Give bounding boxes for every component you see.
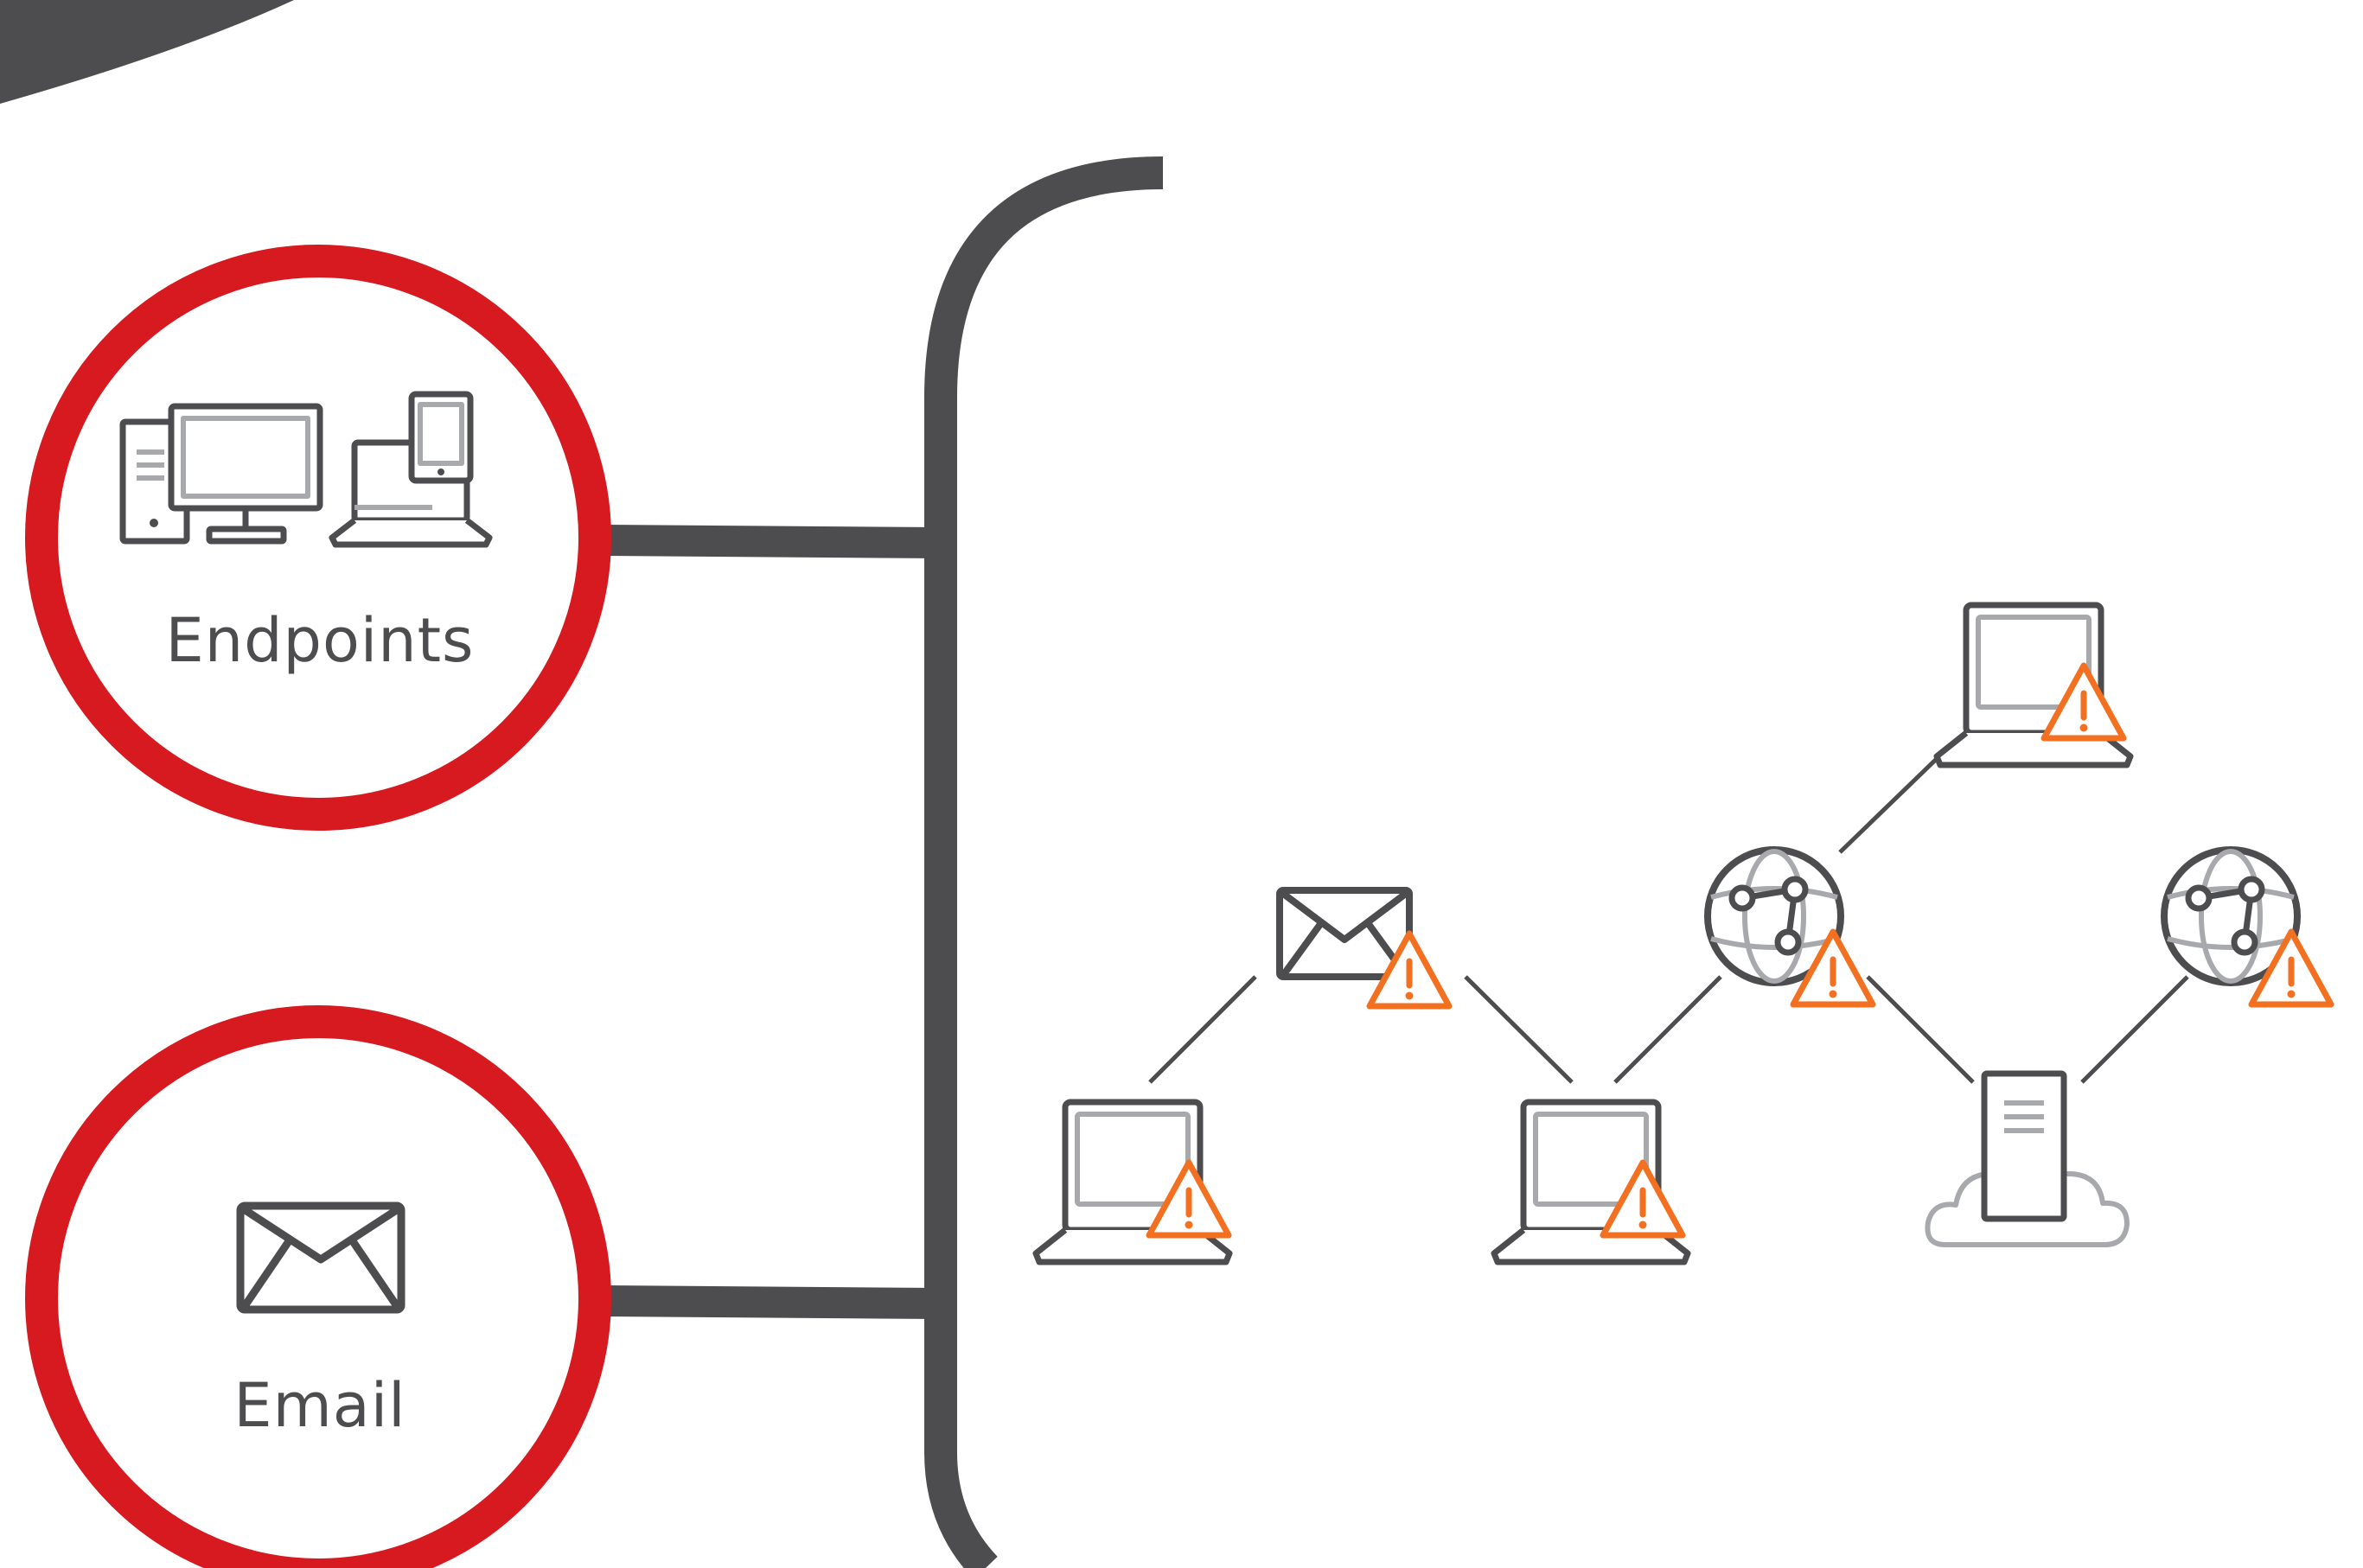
- endpoints-label: Endpoints: [165, 605, 475, 676]
- endpoint-devices-icon: [119, 391, 493, 548]
- endpoints-source: [25, 245, 611, 831]
- envelope-icon: [236, 1201, 406, 1314]
- network-links: [1148, 749, 2189, 1084]
- email-connector: [604, 1285, 942, 1319]
- endpoints-connector: [604, 525, 942, 558]
- email-source: [25, 1005, 611, 1568]
- bracket: [924, 156, 1164, 1568]
- cloud-server-icon: [1925, 1070, 2130, 1247]
- email-label: Email: [233, 1370, 406, 1441]
- top-arc-decoration: [0, 0, 294, 104]
